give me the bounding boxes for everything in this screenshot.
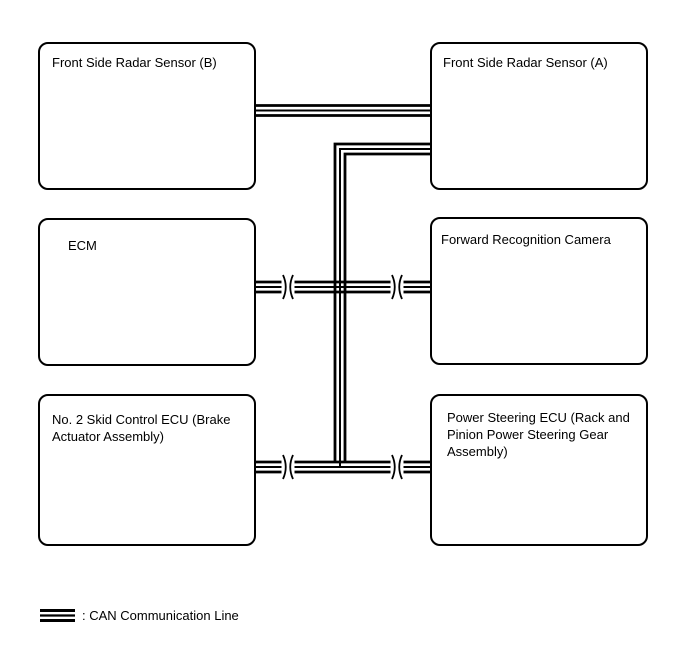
wire-break-mark [281,454,295,480]
can-trunk-line [333,142,430,467]
box-front-side-radar-sensor-a: Front Side Radar Sensor (A) [430,42,648,190]
wire-break-mark [281,274,295,300]
can-line-radar-b-to-radar-a [256,104,430,117]
wire-break-mark [390,274,404,300]
box-forward-recognition-camera: Forward Recognition Camera [430,217,648,365]
box-label: Front Side Radar Sensor (B) [52,55,217,70]
box-power-steering-ecu: Power Steering ECU (Rack and Pinion Powe… [430,394,648,546]
wire-break-marks [281,274,404,480]
box-label: Power Steering ECU (Rack and Pinion Powe… [447,410,630,459]
box-label: Front Side Radar Sensor (A) [443,55,608,70]
box-front-side-radar-sensor-b: Front Side Radar Sensor (B) [38,42,256,190]
box-label: Forward Recognition Camera [441,232,611,247]
wire-break-mark [390,454,404,480]
legend-label: : CAN Communication Line [82,608,239,623]
box-label: ECM [68,238,97,253]
box-no2-skid-control-ecu: No. 2 Skid Control ECU (Brake Actuator A… [38,394,256,546]
box-label: No. 2 Skid Control ECU (Brake Actuator A… [52,412,231,444]
box-ecm: ECM [38,218,256,366]
legend-can-line-symbol-icon [40,609,75,622]
